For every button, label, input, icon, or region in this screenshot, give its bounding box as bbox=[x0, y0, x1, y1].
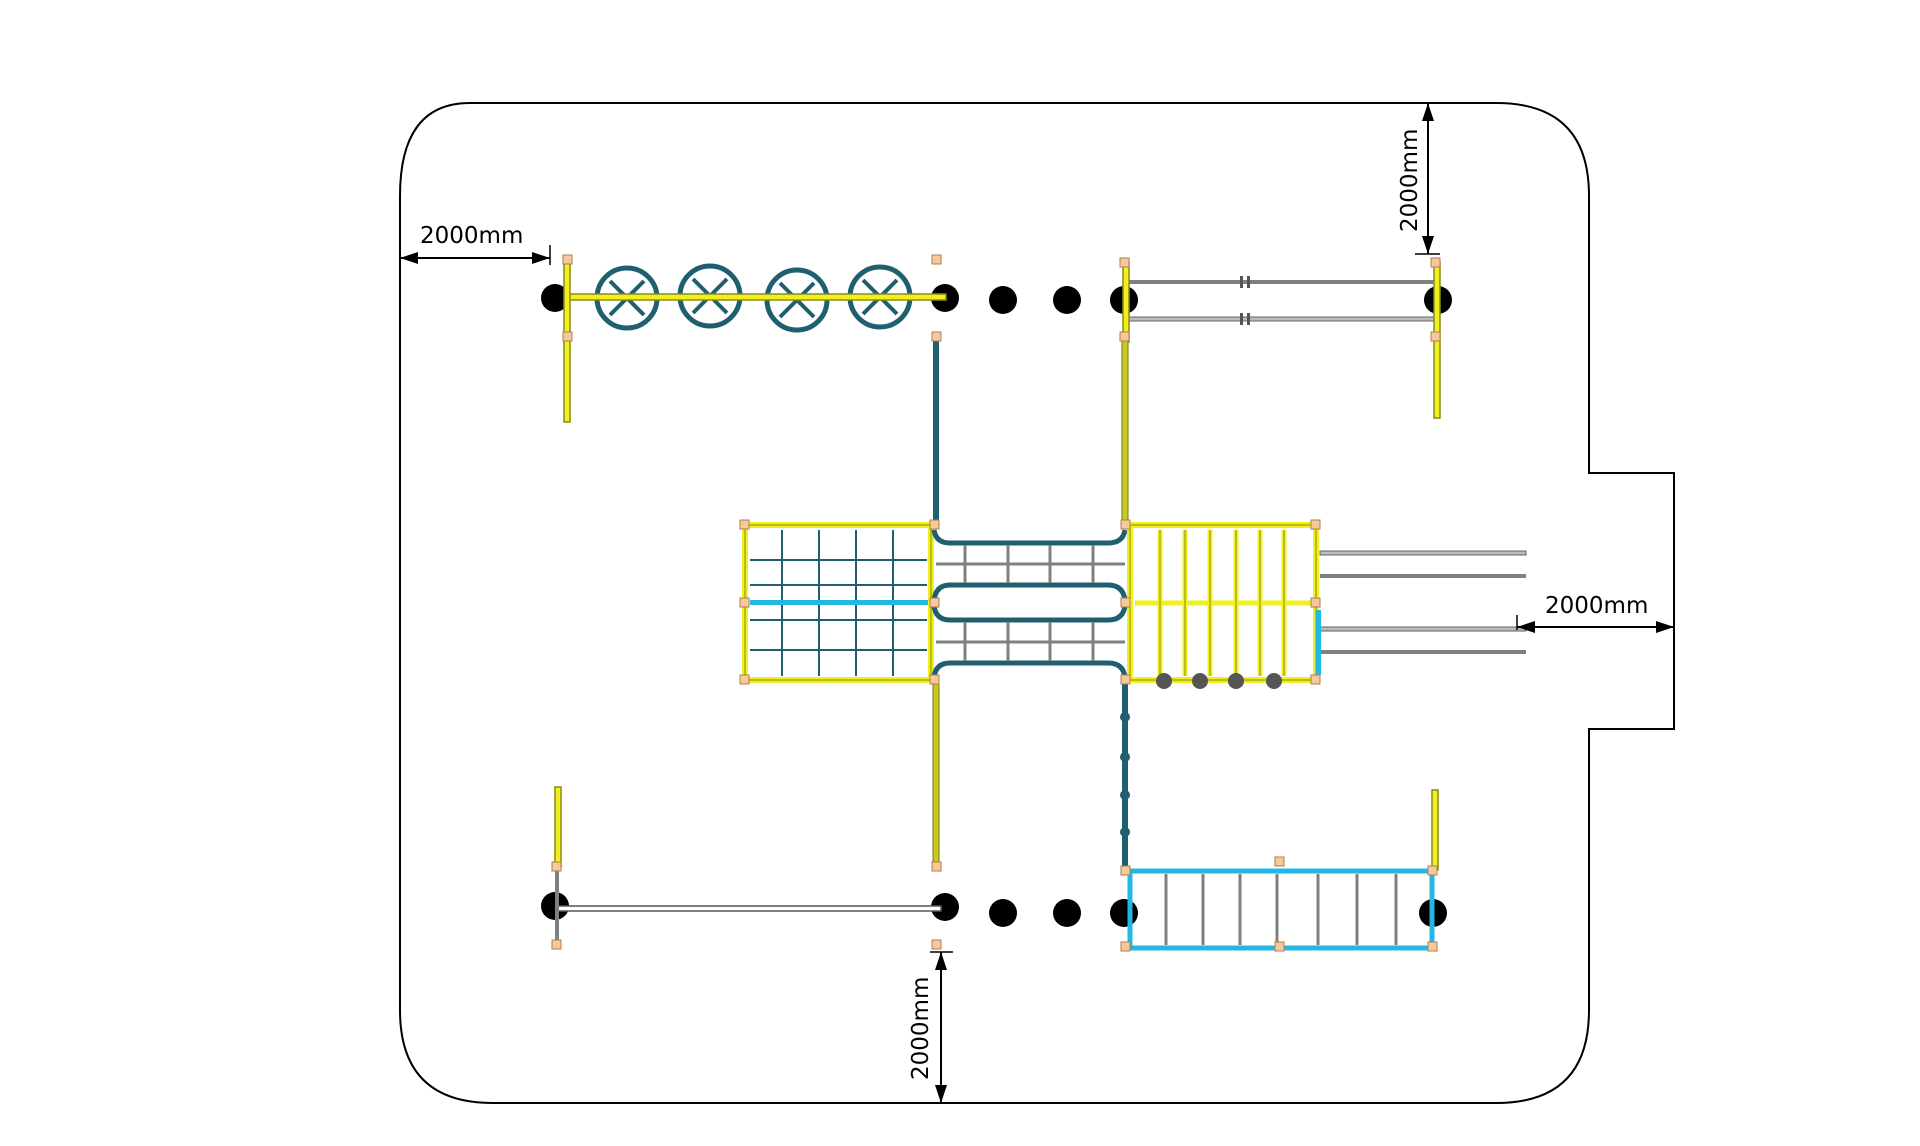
horizontal-bars-station bbox=[1122, 261, 1441, 419]
left-platform bbox=[742, 522, 934, 683]
post-cap bbox=[551, 861, 562, 872]
post-cap bbox=[1430, 257, 1441, 268]
dimension-label-bottom: 2000mm bbox=[908, 977, 934, 1080]
yellow-beam bbox=[565, 293, 947, 301]
post-caps bbox=[551, 254, 1441, 952]
footing bbox=[1053, 286, 1081, 314]
post-cap bbox=[1120, 674, 1131, 685]
net-bridge bbox=[931, 529, 1128, 678]
yellow-post bbox=[563, 261, 571, 423]
post-cap bbox=[931, 861, 942, 872]
post-cap bbox=[1119, 331, 1130, 342]
post-cap bbox=[739, 674, 750, 685]
post-cap bbox=[1120, 519, 1131, 530]
dimension-top: 2000mm bbox=[1397, 103, 1440, 255]
post-cap bbox=[739, 597, 750, 608]
post-cap bbox=[931, 254, 942, 265]
side-bars bbox=[1316, 550, 1527, 675]
horizontal-ladder-station bbox=[1127, 789, 1439, 951]
post-cap bbox=[1274, 941, 1285, 952]
post-cap bbox=[562, 331, 573, 342]
yellow-post bbox=[1122, 261, 1130, 343]
post-cap bbox=[929, 674, 940, 685]
spinning-wheels-station bbox=[563, 261, 947, 423]
footing bbox=[1053, 899, 1081, 927]
post-cap bbox=[1310, 597, 1321, 608]
post-cap bbox=[1119, 257, 1130, 268]
post-cap bbox=[1430, 331, 1441, 342]
dimension-label-left: 2000mm bbox=[420, 223, 523, 249]
post-cap bbox=[551, 939, 562, 950]
post-cap bbox=[739, 519, 750, 530]
right-platform bbox=[1127, 522, 1319, 689]
post-cap bbox=[1427, 865, 1438, 876]
teal-connector bbox=[933, 335, 939, 525]
post-cap bbox=[562, 254, 573, 265]
post-cap bbox=[929, 519, 940, 530]
post-cap bbox=[1274, 856, 1285, 867]
footing bbox=[931, 893, 959, 921]
post-cap bbox=[929, 597, 940, 608]
post-cap bbox=[931, 331, 942, 342]
dimension-label-right: 2000mm bbox=[1545, 593, 1648, 619]
post-cap bbox=[1120, 865, 1131, 876]
single-bar-station bbox=[554, 786, 942, 945]
yellow-connector bbox=[1121, 334, 1129, 526]
post-cap bbox=[1120, 941, 1131, 952]
footing bbox=[1110, 899, 1138, 927]
post-cap bbox=[931, 939, 942, 950]
yellow-post bbox=[554, 786, 562, 868]
post-cap bbox=[1310, 674, 1321, 685]
dimension-left: 2000mm bbox=[400, 223, 551, 265]
dimension-label-top: 2000mm bbox=[1397, 129, 1423, 232]
footing bbox=[989, 286, 1017, 314]
yellow-connector bbox=[932, 679, 940, 871]
cyan-bar bbox=[750, 600, 928, 605]
dimension-right: 2000mm bbox=[1516, 593, 1674, 633]
footing bbox=[989, 899, 1017, 927]
yellow-post bbox=[1431, 789, 1439, 871]
post-cap bbox=[1427, 941, 1438, 952]
post-cap bbox=[1310, 519, 1321, 530]
safety-zone-boundary bbox=[399, 102, 1675, 1104]
dimension-bottom: 2000mm bbox=[908, 951, 953, 1103]
post-cap bbox=[1120, 597, 1131, 608]
teal-chain-connector bbox=[1120, 680, 1130, 870]
footing bbox=[541, 284, 569, 312]
